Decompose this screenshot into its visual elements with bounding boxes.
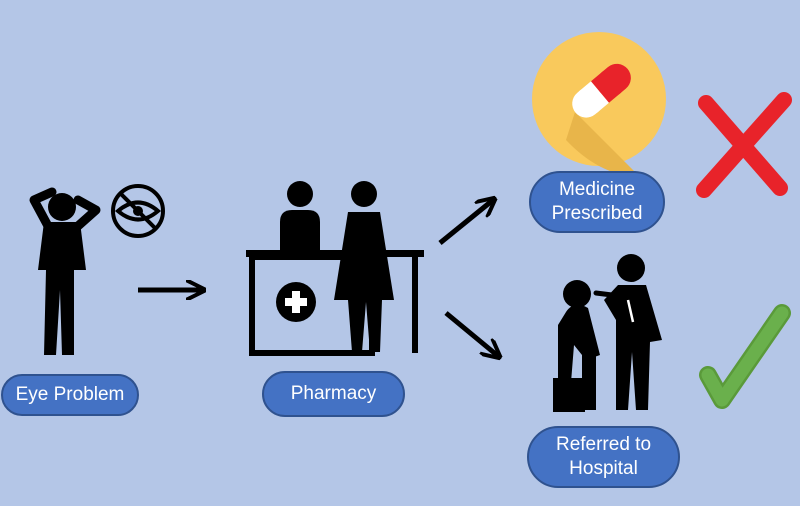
red-x-icon: [696, 92, 792, 198]
hospital-label-line1: Referred to: [555, 434, 652, 455]
medicine-label-line1: Medicine: [558, 179, 636, 200]
pharmacy-node: Pharmacy: [262, 371, 405, 417]
hospital-label-line2: Hospital: [569, 458, 638, 479]
green-check-icon: [699, 304, 791, 409]
crossed-eye-icon: [111, 184, 165, 238]
arrow-to-medicine: [438, 200, 493, 245]
pharmacy-counter-icon: [246, 181, 424, 356]
pill-capsule-icon: [532, 32, 666, 177]
pharmacy-label: Pharmacy: [290, 383, 377, 404]
eye-problem-node: Eye Problem: [1, 374, 139, 416]
doctor-examining-patient-icon: [553, 254, 662, 412]
medicine-label-line2: Prescribed: [551, 203, 643, 224]
person-holding-eye-icon: [29, 187, 101, 355]
medicine-prescribed-node: Medicine Prescribed: [529, 171, 665, 233]
arrow-to-hospital: [444, 311, 498, 356]
eye-problem-label: Eye Problem: [15, 384, 125, 405]
hospital-referral-node: Referred to Hospital: [527, 426, 680, 488]
